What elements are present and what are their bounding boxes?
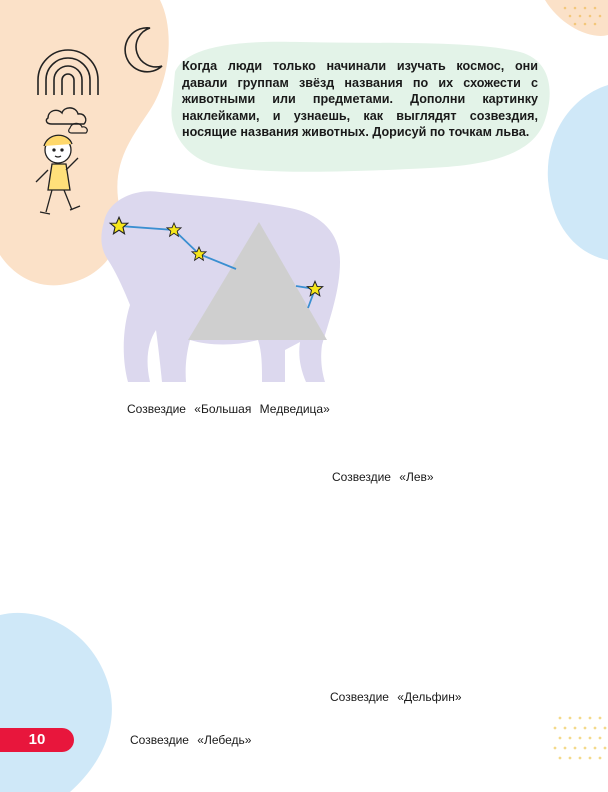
mint-blob bbox=[171, 41, 550, 172]
cloud-icon-small bbox=[68, 122, 88, 134]
child-astronomer-icon bbox=[35, 134, 81, 215]
caption-swan: Созвездие «Лебедь» bbox=[130, 733, 252, 747]
page-number: 10 bbox=[0, 728, 74, 752]
caption-dolphin: Созвездие «Дельфин» bbox=[330, 690, 462, 704]
dots-pattern-bottom bbox=[553, 716, 607, 760]
intro-text: Когда люди только начинали изучать космо… bbox=[182, 59, 538, 139]
peach-blob-right bbox=[545, 0, 608, 36]
dots-pattern-top bbox=[563, 6, 602, 26]
moon-icon bbox=[124, 27, 163, 73]
caption-big-bear: Созвездие «Большая Медведица» bbox=[127, 402, 330, 416]
cloud-icon bbox=[45, 107, 87, 125]
rainbow-icon bbox=[37, 49, 99, 95]
caption-lion: Созвездие «Лев» bbox=[332, 470, 434, 484]
bear-sticker-placeholder bbox=[188, 222, 327, 340]
peach-blob-top bbox=[0, 0, 169, 286]
blue-blob-right bbox=[547, 85, 608, 260]
